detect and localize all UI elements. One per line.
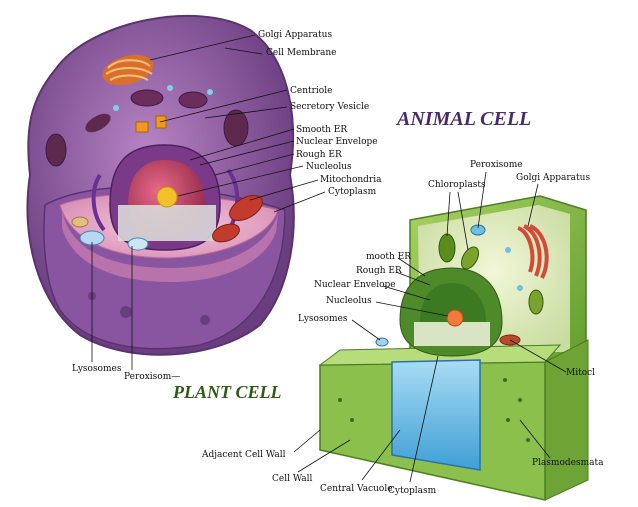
plant-label-smooth-er: mooth ER (366, 252, 411, 262)
plant-label-nucleolus: Nucleolus (326, 296, 372, 306)
plant-label-nuclear-envelope: Nuclear Envelope (314, 280, 396, 290)
plant-label-peroxisome: Peroxisome (470, 160, 523, 170)
plant-label-cytoplasm: Cytoplasm (388, 486, 436, 496)
plant-label-adjacent-wall: Adjacent Cell Wall (202, 450, 285, 460)
animal-label-centriole: Centriole (290, 86, 332, 96)
animal-label-rough-er: Rough ER (296, 150, 342, 160)
plant-label-chloroplasts: Chloroplasts (428, 180, 486, 190)
animal-label-nucleolus: Nucleolus (306, 162, 352, 172)
animal-cell (27, 16, 293, 355)
plant-label-cell-wall: Cell Wall (272, 474, 312, 484)
plant-label-plasmodesmata: Plasmodesmata (532, 458, 603, 468)
animal-label-membrane: Cell Membrane (266, 48, 336, 58)
animal-label-vesicle: Secretory Vesicle (290, 102, 369, 112)
plant-cell-title: PLANT CELL (173, 382, 282, 403)
animal-label-smooth-er: Smooth ER (296, 125, 347, 135)
animal-label-nuclear-envelope: Nuclear Envelope (296, 137, 378, 147)
animal-label-peroxisome: Peroxisom— (124, 372, 180, 382)
plant-label-lysosomes: Lysosomes (298, 314, 347, 324)
plant-label-rough-er: Rough ER (356, 266, 402, 276)
animal-label-lysosomes: Lysosomes (72, 364, 121, 374)
animal-label-mitochondria: Mitochondria (320, 175, 382, 185)
plant-label-central-vacuole: Central Vacuole (320, 484, 393, 494)
plant-cell (320, 196, 588, 500)
plant-label-mitochondria: Mitocl (566, 368, 595, 378)
plant-label-golgi: Golgi Apparatus (516, 173, 590, 183)
animal-cell-title: ANIMAL CELL (397, 108, 531, 131)
animal-label-cytoplasm: Cytoplasm (328, 187, 376, 197)
animal-label-golgi: Golgi Apparatus (258, 30, 332, 40)
